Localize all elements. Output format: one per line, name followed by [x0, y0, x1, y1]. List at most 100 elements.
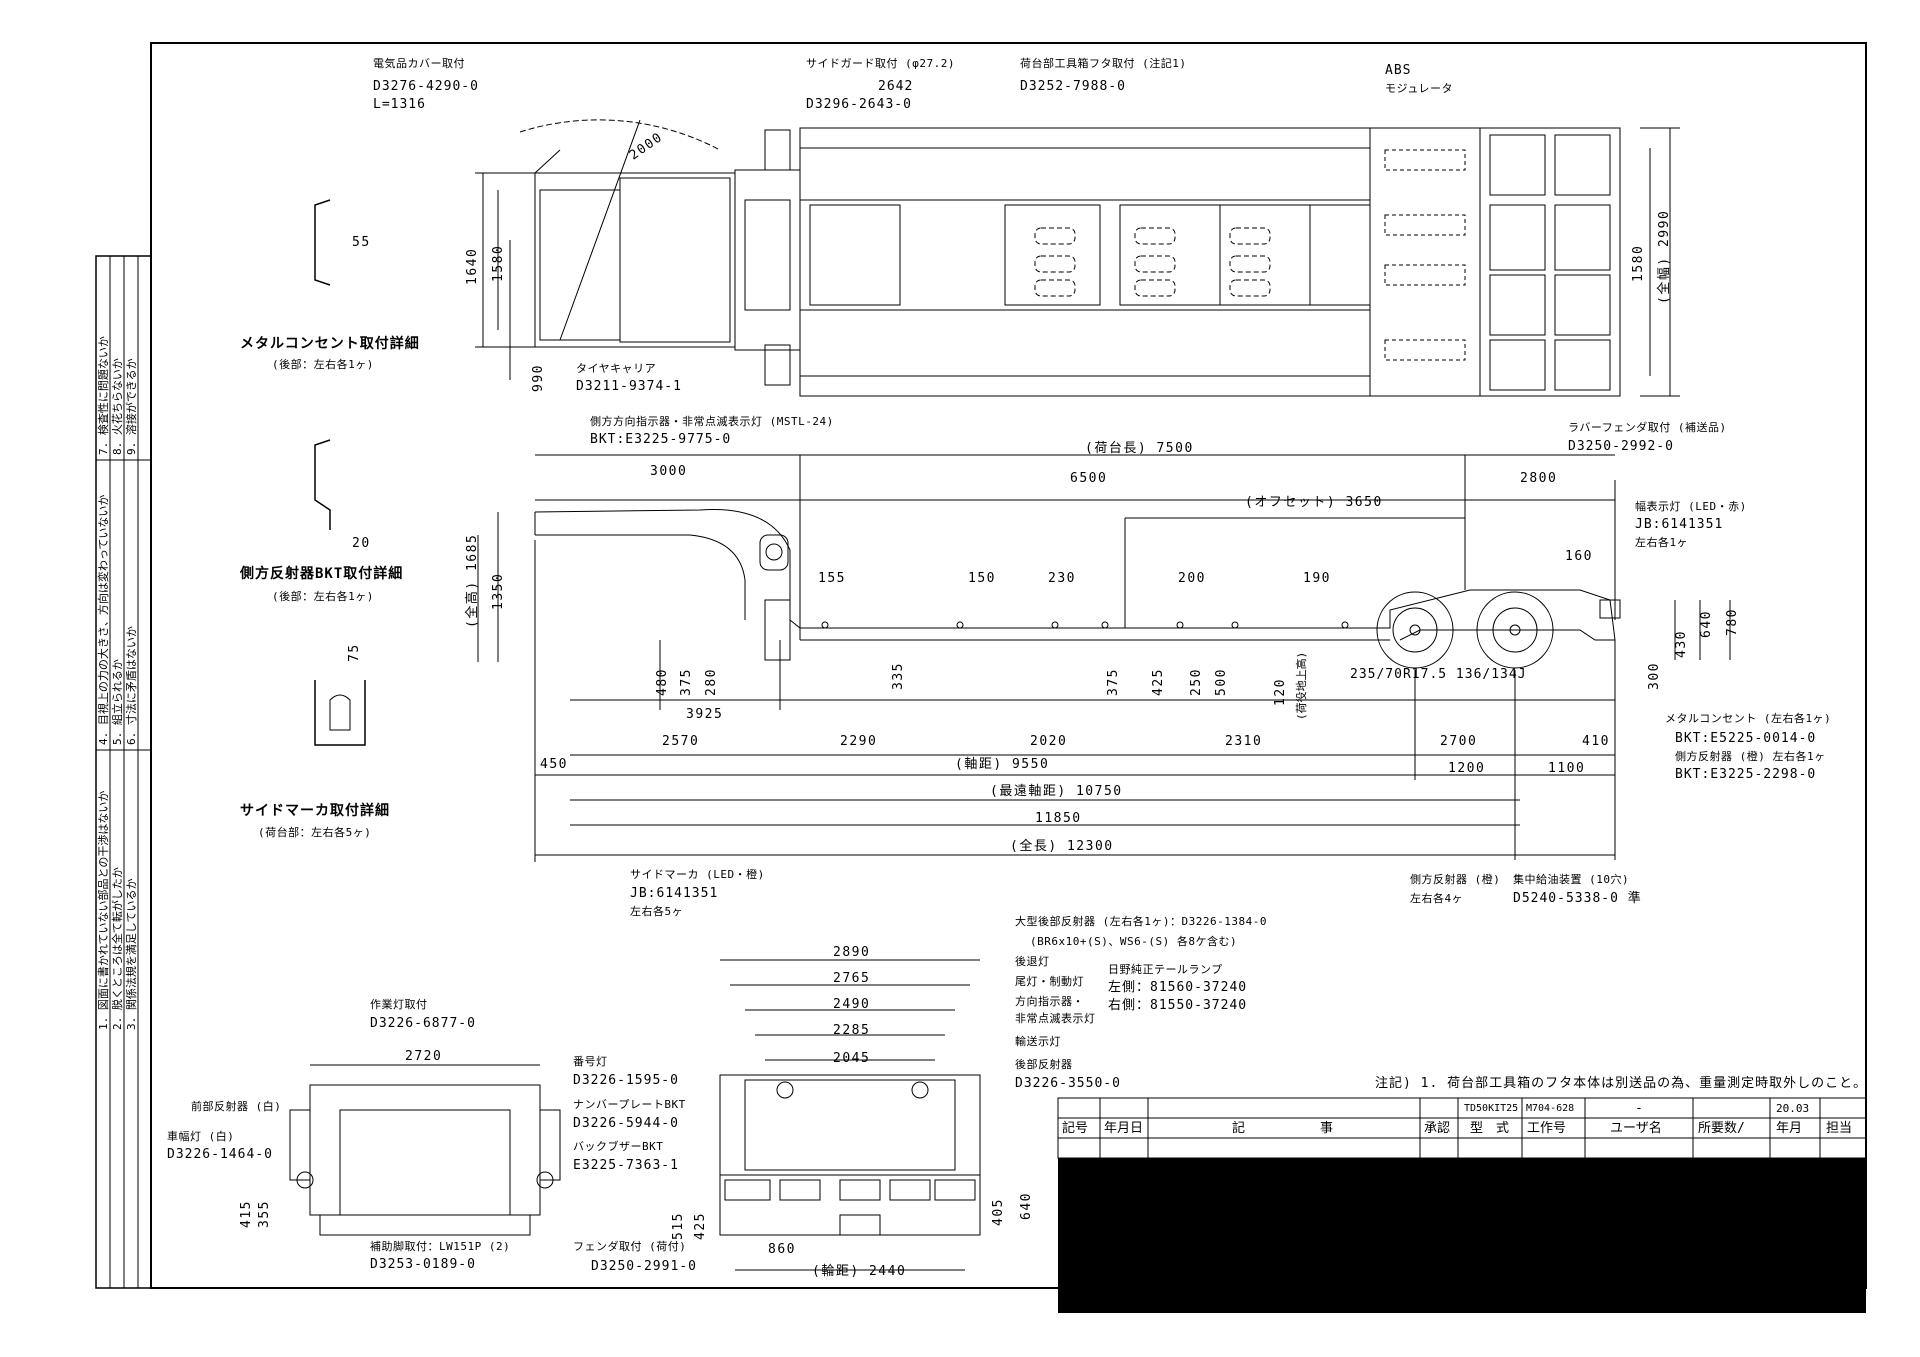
callout-turn-lamp: 側方方向指示器・非常点滅表示灯 (MSTL-24): [590, 415, 834, 428]
callout-side-refl-rear: 側方反射器 (橙) 左右各1ヶ: [1675, 750, 1826, 763]
metal-outlet-detail-title: メタルコンセント取付詳細: [240, 336, 420, 352]
dim-990: 990: [531, 364, 546, 392]
callout-side-guard: サイドガード取付 (φ27.2): [806, 57, 955, 70]
dim-2765: 2765: [833, 971, 871, 986]
checklist-item: 8. 火花ちらないか: [111, 358, 124, 455]
callout-side-refl-rear-bkt: BKT:E3225-2298-0: [1675, 767, 1817, 782]
title-work-no: M704-628: [1526, 1103, 1575, 1114]
callout-width-lamp-jb: JB:6141351: [1635, 517, 1724, 532]
callout-lube: 集中給油装置 (10穴): [1513, 873, 1630, 886]
callout-front-reflector: 前部反射器 (白): [191, 1100, 282, 1113]
callout-rubber-fender-part: D3250-2992-0: [1568, 439, 1674, 454]
dim-1350: 1350: [491, 572, 506, 610]
dim-280: 280: [704, 668, 719, 696]
dim-overall-width: (全幅) 2990: [1657, 209, 1672, 304]
callout-big-reflector: 大型後部反射器 (左右各1ヶ)：D3226-1384-0: [1015, 915, 1267, 928]
callout-work-lamp-part: D3226-6877-0: [370, 1016, 476, 1031]
dim-405: 405: [991, 1198, 1006, 1226]
dim-500: 500: [1214, 668, 1229, 696]
callout-plate-lamp: 番号灯: [573, 1055, 608, 1068]
checklist-item: 3. 関係法規を満足しているか: [125, 878, 138, 1030]
callout-fender: フェンダ取付 (荷付): [573, 1240, 687, 1253]
tb-header: 年月日: [1104, 1121, 1144, 1136]
general-note: 注記) 1. 荷台部工具箱のフタ本体は別送品の為、重量測定時取外しのこと。: [1375, 1076, 1868, 1091]
dim-1640: 1640: [465, 247, 480, 285]
dim-860: 860: [768, 1242, 796, 1257]
callout-hino-left: 左側：81560-37240: [1108, 980, 1248, 995]
dim-190: 190: [1303, 571, 1331, 586]
dim-2700: 2700: [1440, 734, 1478, 749]
callout-toolbox-part: D3252-7988-0: [1020, 79, 1126, 94]
callout-side-refl: 側方反射器 (橙): [1410, 873, 1501, 886]
side-reflector-detail-title: 側方反射器BKT取付詳細: [240, 566, 404, 582]
dim-2020: 2020: [1030, 734, 1068, 749]
tb-header: 担当: [1826, 1121, 1853, 1136]
redacted-area: [1058, 1158, 1866, 1313]
dim-780: 780: [1725, 608, 1740, 636]
dim-2490: 2490: [833, 997, 871, 1012]
tb-header: 工作号: [1527, 1121, 1567, 1136]
checklist-item: 2. 脱くところは全て転がしたか: [111, 867, 124, 1030]
title-model: TD50KIT25: [1464, 1103, 1519, 1114]
callout-turn-lamp-bkt: BKT:E3225-9775-0: [590, 432, 732, 447]
callout-metal-outlet-bkt: BKT:E5225-0014-0: [1675, 731, 1817, 746]
dim-480: 480: [655, 668, 670, 696]
callout-buzzer: バックブザーBKT: [573, 1140, 664, 1153]
title-date: 20.03: [1776, 1102, 1810, 1115]
callout-hino-right: 右側：81550-37240: [1108, 998, 1248, 1013]
dim-410: 410: [1582, 734, 1610, 749]
tb-header: 式: [1496, 1121, 1510, 1136]
dim-2310: 2310: [1225, 734, 1263, 749]
side-marker-dim: 75: [347, 643, 362, 662]
callout-lube-part: D5240-5338-0 準: [1513, 891, 1642, 906]
tb-header: ユーザ名: [1610, 1121, 1662, 1136]
tb-header: 所要数/: [1698, 1121, 1745, 1136]
checklist-item: 7. 検査性に問題ないか: [97, 336, 110, 455]
callout-side-marker: サイドマーカ (LED・橙): [630, 868, 765, 881]
rear-view-front: [289, 1064, 561, 1236]
rear-wheel-2: [1476, 591, 1554, 669]
tb-header: 記: [1232, 1121, 1246, 1136]
callout-rubber-fender: ラバーフェンダ取付 (補送品): [1568, 421, 1727, 434]
dim-1200: 1200: [1448, 761, 1486, 776]
callout-side-marker-qty: 左右各5ヶ: [630, 905, 684, 918]
dim-415: 415: [239, 1200, 254, 1228]
callout-cover-length: L=1316: [373, 97, 426, 112]
rear-view-rear: [719, 959, 981, 1271]
callout-plate-bkt: ナンバープレートBKT: [573, 1098, 686, 1111]
callout-rear-reflector-part: D3226-3550-0: [1015, 1076, 1121, 1091]
dim-2720: 2720: [405, 1049, 443, 1064]
checklist-item: 4. 目視上の力の大きさ、方向は変わっていないか: [97, 494, 110, 745]
callout-front-reflector-part: D3226-1464-0: [167, 1147, 273, 1162]
dim-425: 425: [1151, 668, 1166, 696]
dim-375b: 375: [1106, 668, 1121, 696]
dim-overall-length: (全長) 12300: [1010, 839, 1114, 854]
callout-width-lamp: 幅表示灯 (LED・赤): [1635, 500, 1747, 513]
side-reflector-detail-sketch: [314, 439, 331, 530]
callout-abs: ABS: [1385, 63, 1412, 78]
checklist-item: 6. 寸法に矛盾はないか: [125, 626, 138, 745]
dim-155: 155: [818, 571, 846, 586]
metal-outlet-dim: 55: [352, 235, 371, 250]
dim-ground-clearance: (荷役地上高): [1295, 651, 1308, 720]
dim-355: 355: [257, 1200, 272, 1228]
title-block: [1057, 1097, 1867, 1159]
callout-abs-modulator: モジュレータ: [1385, 82, 1454, 95]
callout-toolbox: 荷台部工具箱フタ取付 (注記1): [1020, 57, 1187, 70]
rear-wheel-1: [1376, 591, 1454, 669]
callout-side-refl-qty: 左右各4ヶ: [1410, 892, 1464, 905]
dim-120: 120: [1273, 678, 1288, 706]
dim-230: 230: [1048, 571, 1076, 586]
callout-metal-outlet: メタルコンセント (左右各1ヶ): [1665, 712, 1832, 725]
dim-offset: (オフセット) 3650: [1245, 495, 1383, 510]
title-dash: -: [1635, 1101, 1643, 1116]
dim-2290: 2290: [840, 734, 878, 749]
dim-wheelbase: (軸距) 9550: [955, 757, 1050, 772]
dim-2570: 2570: [662, 734, 700, 749]
dim-430: 430: [1674, 630, 1689, 658]
callout-turn-indicator: 方向指示器・: [1015, 995, 1084, 1008]
dim-1580: 1580: [491, 244, 506, 282]
checklist-item: 5. 組立られるか: [111, 659, 124, 745]
checklist-item: 1. 図面に書かれていない部品との干渉はないか: [97, 790, 110, 1030]
